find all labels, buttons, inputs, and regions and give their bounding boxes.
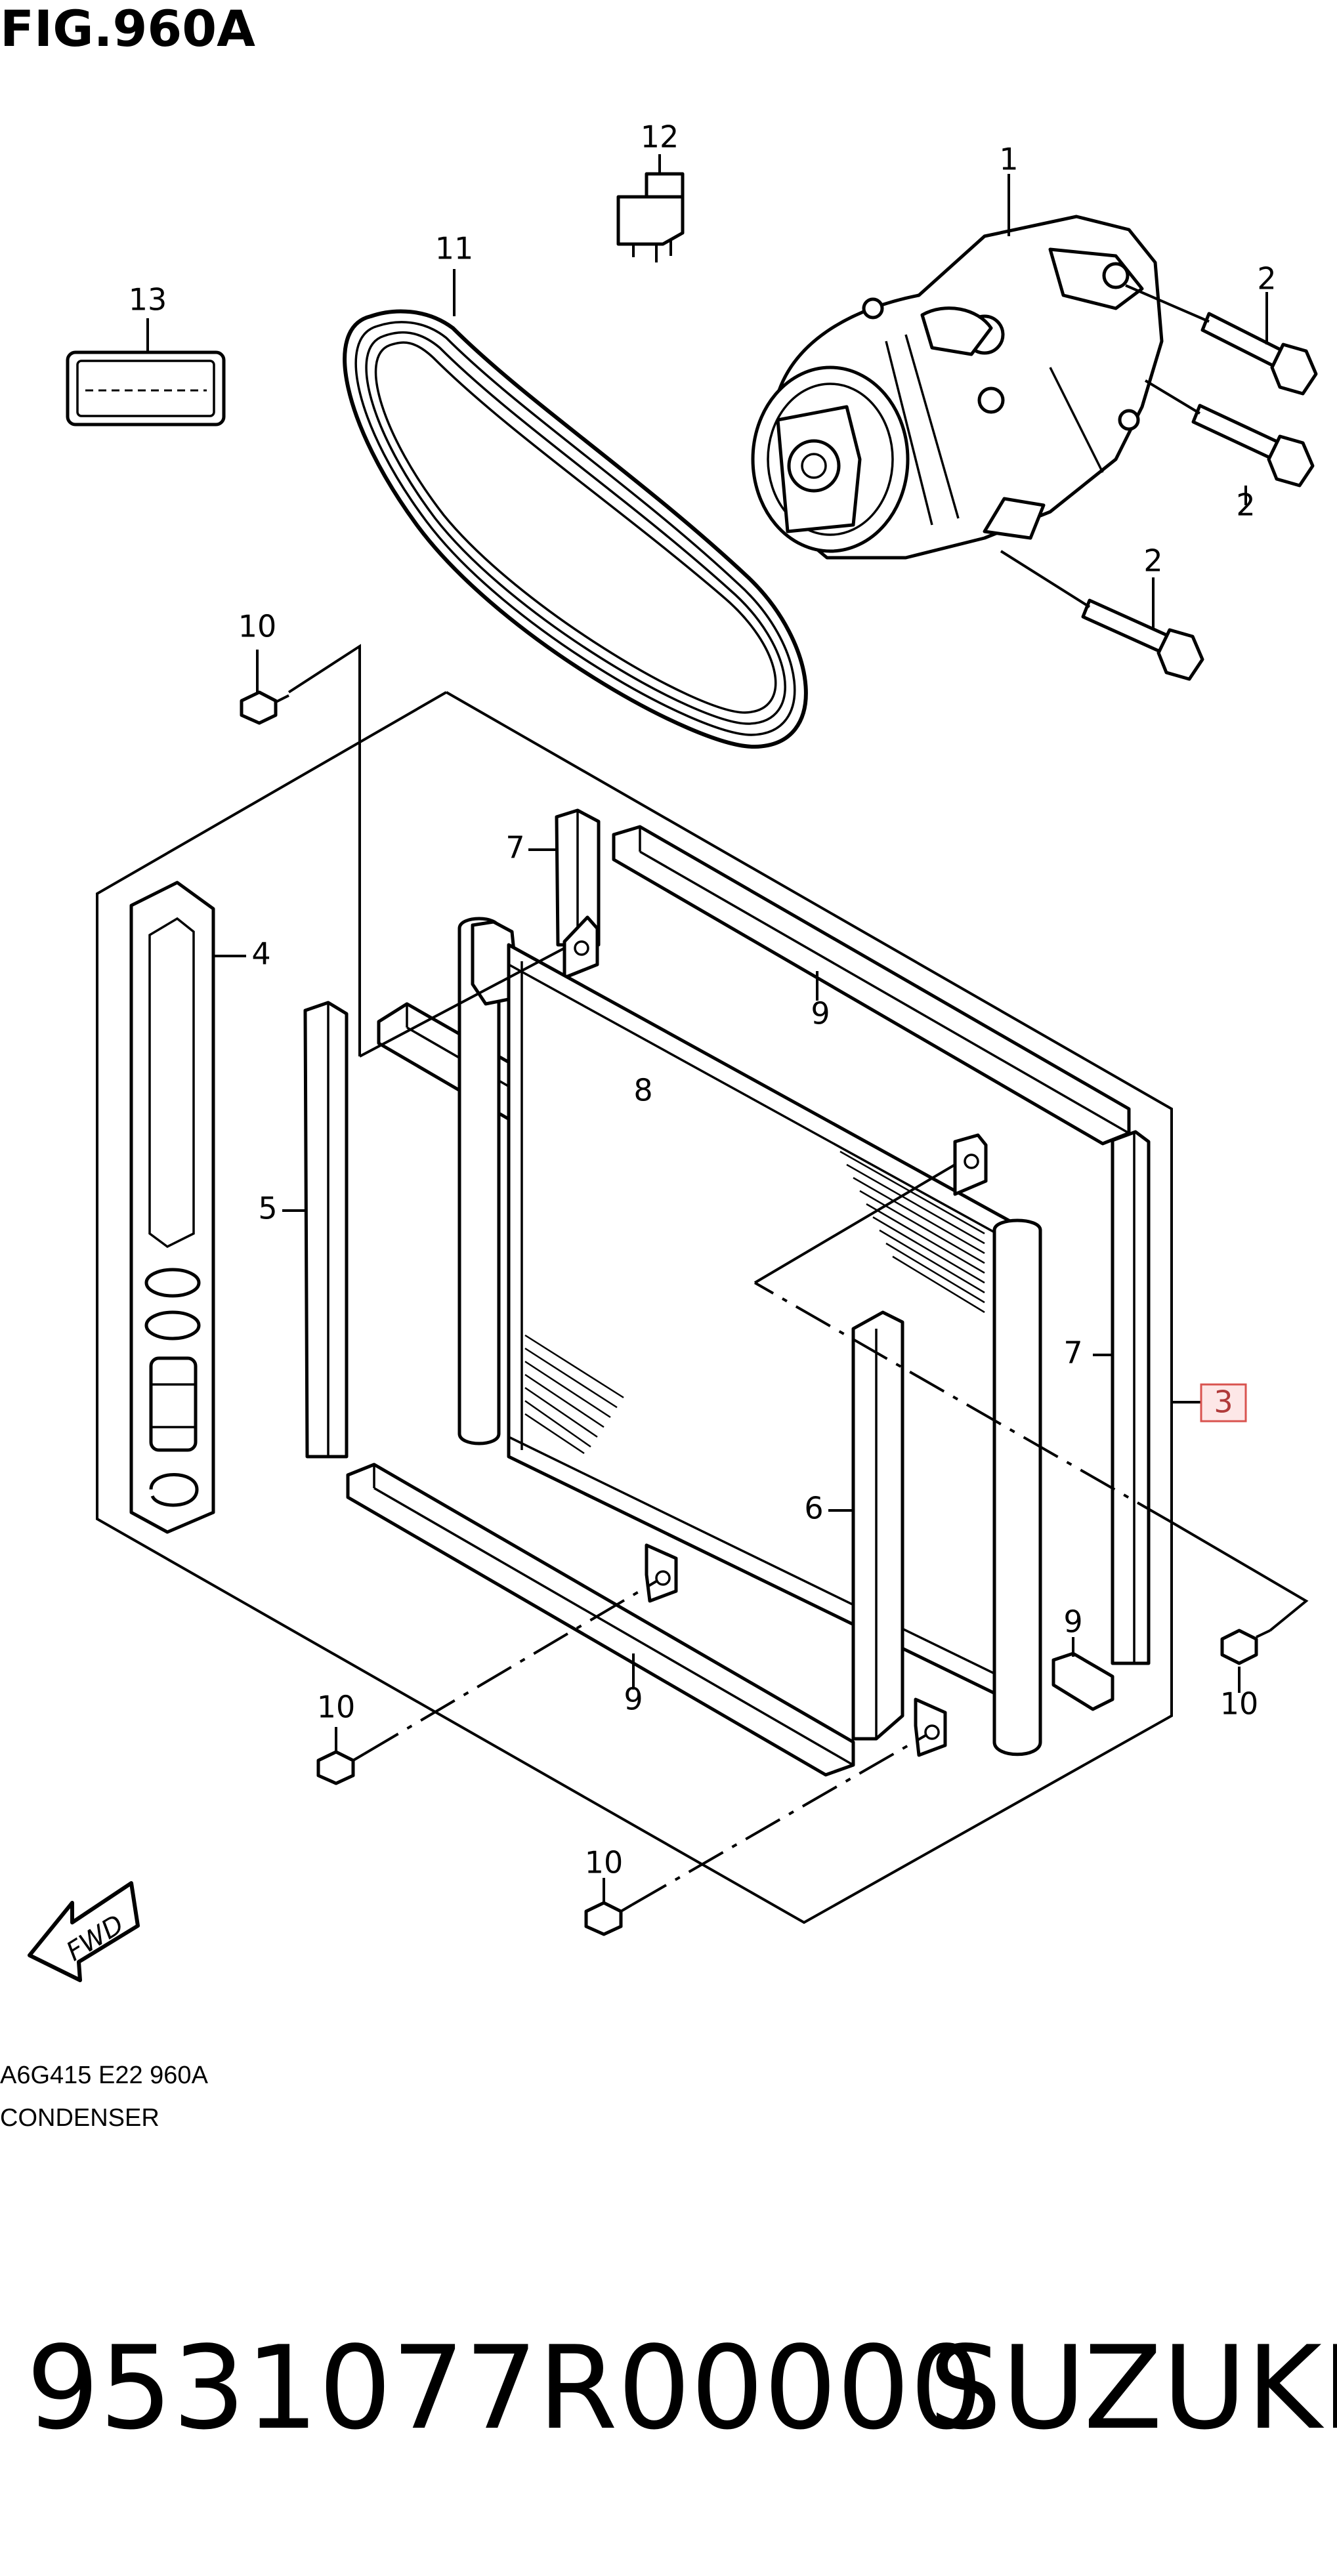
part-number: 9531077R00000 — [26, 2322, 983, 2455]
bolt-2-lower[interactable] — [1081, 598, 1204, 681]
callout-8: 8 — [633, 1073, 652, 1108]
figure-title: FIG.960A — [0, 0, 255, 58]
bolt-2-middle[interactable] — [1191, 404, 1315, 488]
diagram-code: A6G415 E22 960A — [0, 2062, 209, 2089]
label-plate-13[interactable] — [66, 350, 226, 426]
callout-10-bottom-left: 10 — [317, 1690, 356, 1725]
callout-9-upper: 9 — [811, 996, 830, 1031]
seal-6[interactable] — [851, 1310, 904, 1741]
callout-2-lower: 2 — [1143, 543, 1162, 579]
callout-2-upper: 2 — [1257, 261, 1276, 297]
seal-7-upper[interactable] — [555, 808, 601, 947]
callout-10-top: 10 — [238, 609, 277, 644]
receiver-drier-kit-4[interactable] — [129, 881, 215, 1534]
callout-3: 3 — [1214, 1384, 1233, 1420]
callout-2-middle: 2 — [1236, 488, 1255, 523]
callout-11: 11 — [435, 231, 474, 266]
bolt-2-upper[interactable] — [1200, 312, 1318, 396]
bolt-10-right[interactable] — [1220, 1629, 1271, 1665]
drive-belt-11[interactable] — [343, 309, 808, 749]
callout-3-box[interactable]: 3 — [1200, 1383, 1247, 1423]
callout-13: 13 — [129, 282, 167, 318]
callout-5: 5 — [258, 1191, 277, 1226]
bolt-10-top[interactable] — [240, 690, 289, 725]
seal-9-lower[interactable] — [346, 1463, 855, 1777]
callout-9-short: 9 — [1063, 1604, 1082, 1640]
diagram-caption: CONDENSER — [0, 2104, 159, 2132]
brand-name: SUZUKI — [929, 2322, 1337, 2455]
assembly-outline — [96, 691, 1173, 1924]
ac-compressor-1[interactable] — [751, 215, 1164, 560]
callout-10-bottom: 10 — [585, 1845, 624, 1880]
callout-1: 1 — [999, 142, 1018, 177]
seal-7-right[interactable] — [1111, 1130, 1151, 1665]
seal-5[interactable] — [303, 1001, 349, 1459]
callout-6: 6 — [804, 1491, 823, 1526]
relay-12[interactable] — [616, 172, 685, 262]
bolt-10-bottom-left[interactable] — [316, 1750, 366, 1785]
callout-7-right: 7 — [1063, 1335, 1082, 1371]
callout-7-upper: 7 — [505, 830, 524, 865]
callout-12: 12 — [641, 119, 679, 155]
callout-4: 4 — [251, 936, 270, 972]
callout-9-lower: 9 — [624, 1682, 643, 1717]
callout-10-right: 10 — [1220, 1686, 1259, 1722]
